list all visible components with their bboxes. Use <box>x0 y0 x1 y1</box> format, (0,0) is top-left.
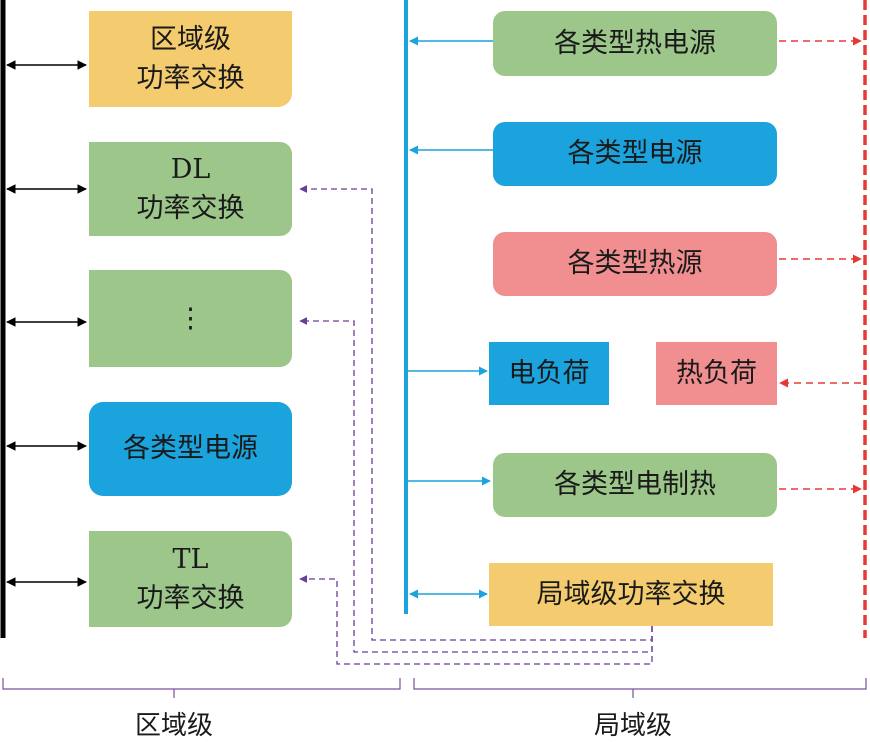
heat-sources-label: 各类型热源 <box>567 248 703 280</box>
local-exchange-box: 局域级功率交换 <box>489 563 773 626</box>
electric-heating-label: 各类型电制热 <box>554 469 716 501</box>
local-to-dl-link <box>299 185 653 641</box>
regional-exchange-box: 区域级 功率交换 <box>89 11 292 107</box>
ellipsis-line1: ⋮ <box>177 302 204 334</box>
heat-load-box: 热负荷 <box>656 342 777 405</box>
heat-sources-box: 各类型热源 <box>493 232 777 296</box>
electric-load-label: 电负荷 <box>508 357 590 389</box>
heat-load-label: 热负荷 <box>676 357 757 389</box>
heat-power-sources-box: 各类型热电源 <box>493 11 777 76</box>
regional-exchange-line2: 功率交换 <box>136 63 245 94</box>
local-to-ellipsis-link <box>299 317 653 653</box>
power-sources-label: 各类型电源 <box>567 138 703 170</box>
regional-power-source-box: 各类型电源 <box>89 402 292 496</box>
local-to-tl-link <box>299 575 653 665</box>
local-exchange-label: 局域级功率交换 <box>536 578 726 610</box>
electric-load-box: 电负荷 <box>489 342 609 405</box>
local-level-label: 局域级 <box>593 711 672 741</box>
tl-exchange-box: TL 功率交换 <box>89 531 292 627</box>
power-sources-box: 各类型电源 <box>493 122 777 186</box>
tl-exchange-line1: TL <box>172 543 209 575</box>
regional-power-source-label: 各类型电源 <box>123 433 258 465</box>
ellipsis-box: ⋮ <box>89 270 292 367</box>
regional-exchange-line1: 区域级 <box>150 23 231 55</box>
electric-heating-box: 各类型电制热 <box>493 453 777 517</box>
regional-level-label: 区域级 <box>134 711 213 741</box>
regional-brace <box>2 678 401 698</box>
heat-power-sources-label: 各类型热电源 <box>554 27 716 59</box>
dl-exchange-line1: DL <box>170 153 211 185</box>
dl-exchange-box: DL 功率交换 <box>89 142 292 236</box>
tl-exchange-line2: 功率交换 <box>136 583 245 614</box>
dl-exchange-line2: 功率交换 <box>136 193 245 224</box>
local-brace <box>413 678 867 698</box>
